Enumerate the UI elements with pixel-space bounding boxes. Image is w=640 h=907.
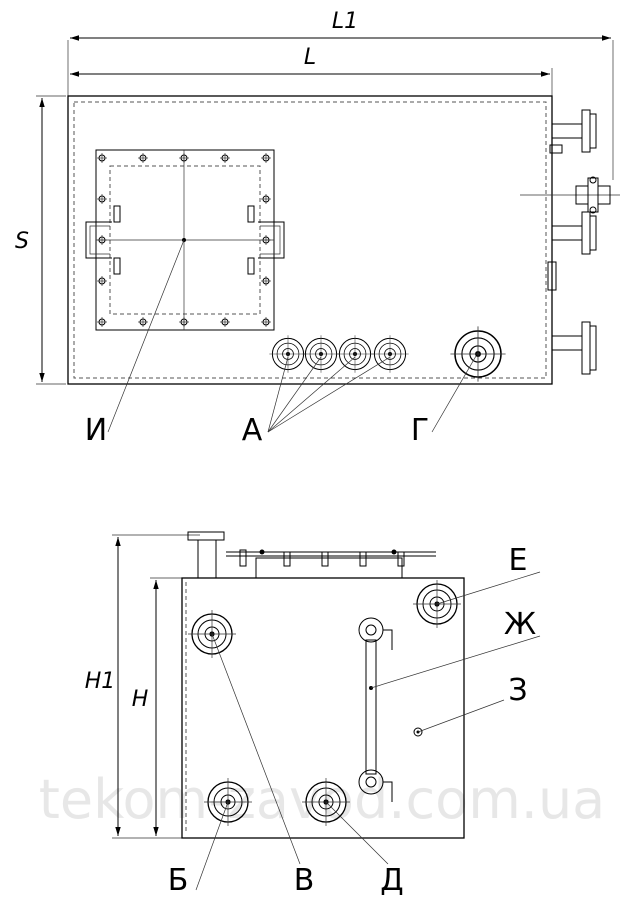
leader-zh: [370, 635, 541, 689]
nozzles-a: [268, 334, 410, 374]
side-pipes: [520, 109, 620, 375]
tank-inner-outline-top: [73, 101, 547, 379]
leader-v: [211, 633, 301, 865]
callout-nozzle-d: Д: [380, 863, 403, 898]
nozzle-g: [449, 325, 507, 383]
dimension-label-overall-length: L1: [332, 9, 358, 34]
dimension-overall-height: H1: [85, 534, 200, 839]
callout-hatch: И: [85, 413, 107, 448]
dimension-height: H: [132, 577, 182, 836]
leader-z: [417, 699, 505, 733]
dimension-length: L: [70, 45, 553, 96]
dimension-overall-length: L1: [67, 9, 614, 180]
front-view: H1 H: [85, 531, 541, 898]
leader-g: [431, 355, 477, 433]
dimension-width: S: [15, 95, 66, 385]
leader-hatch: [107, 239, 185, 433]
callout-level-gauge: Ж: [504, 607, 536, 642]
inspection-hatch: [85, 149, 285, 331]
leader-a2: [267, 356, 322, 433]
leader-e: [436, 571, 541, 605]
leader-a3: [267, 356, 356, 433]
leader-a4: [267, 356, 391, 433]
watermark: tekom-zavod.com.ua: [39, 768, 606, 831]
top-vent-pipe: [187, 531, 436, 579]
dimension-label-overall-height: H1: [85, 669, 116, 694]
dimension-label-width: S: [15, 229, 29, 254]
callout-nozzle-b: Б: [168, 863, 189, 898]
leader-b: [195, 801, 229, 891]
callout-nozzle-v: В: [294, 863, 315, 898]
callout-nozzle-e: Е: [509, 543, 528, 578]
level-gauge: [358, 617, 393, 802]
top-view: L1 L S: [15, 9, 620, 448]
leader-a1: [267, 356, 289, 433]
callout-nozzles-a: А: [242, 413, 263, 448]
leader-d: [325, 801, 389, 865]
callout-nozzle-g: Г: [411, 413, 429, 448]
dimension-label-length: L: [304, 45, 316, 70]
dimension-label-height: H: [132, 687, 149, 712]
callout-fitting: З: [508, 673, 527, 708]
